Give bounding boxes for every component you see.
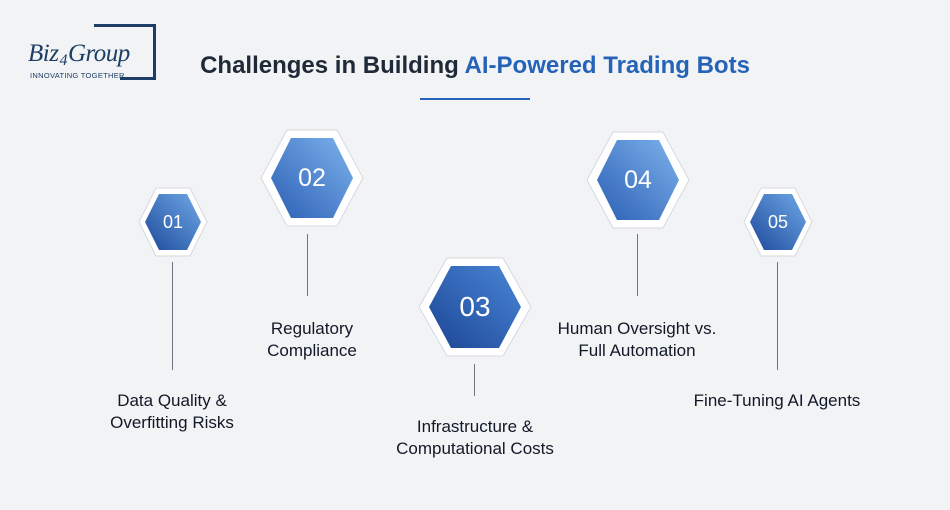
step-04-hexagon: 04 [586, 131, 690, 229]
step-05-label: Fine-Tuning AI Agents [670, 390, 884, 412]
title-underline [420, 98, 530, 100]
step-04-label: Human Oversight vs. Full Automation [527, 318, 747, 362]
step-03-label-line-1: Infrastructure & [416, 417, 534, 436]
step-05-connector [777, 262, 778, 370]
step-02-label-line-2: Compliance [267, 341, 357, 360]
step-05-hexagon: 05 [743, 187, 813, 257]
step-04-connector [637, 234, 638, 296]
step-05-number: 05 [767, 211, 789, 232]
step-04-number: 04 [624, 165, 652, 194]
logo-wordmark-prefix: Biz [28, 40, 59, 67]
step-02-connector [307, 234, 308, 296]
title-plain: Challenges in Building [200, 52, 465, 79]
title-highlight: AI-Powered Trading Bots [464, 52, 750, 79]
step-03-number: 03 [459, 291, 491, 322]
step-01-label: Data Quality & Overfitting Risks [70, 390, 274, 434]
hexagon-shape [586, 131, 690, 229]
step-01-connector [172, 262, 173, 370]
step-03-label: Infrastructure & Computational Costs [360, 416, 590, 460]
page-title: Challenges in Building AI-Powered Tradin… [0, 52, 950, 80]
step-01-hexagon: 01 [138, 187, 208, 257]
logo-wordmark: Biz4Group [28, 40, 130, 70]
hexagon-shape [418, 257, 532, 357]
hexagon-shape [260, 129, 364, 227]
step-04-label-line-1: Human Oversight vs. [557, 319, 717, 338]
step-02-label: Regulatory Compliance [212, 318, 412, 362]
logo-wordmark-mid: 4 [59, 52, 67, 69]
step-01-label-line-1: Data Quality & [117, 391, 227, 410]
logo-frame [120, 24, 156, 80]
step-02-label-line-1: Regulatory [270, 319, 354, 338]
step-02-number: 02 [298, 163, 326, 192]
step-02-hexagon: 02 [260, 129, 364, 227]
step-03-hexagon: 03 [418, 257, 532, 357]
hexagon-shape [138, 187, 208, 257]
logo-tagline: INNOVATING TOGETHER [30, 71, 125, 80]
step-03-label-line-2: Computational Costs [396, 439, 554, 458]
step-05-label-line-1: Fine-Tuning AI Agents [693, 391, 861, 410]
logo-wordmark-suffix: Group [67, 40, 130, 67]
step-03-connector [474, 364, 475, 396]
step-04-label-line-2: Full Automation [578, 341, 696, 360]
step-01-number: 01 [162, 211, 184, 232]
hexagon-shape [743, 187, 813, 257]
step-01-label-line-2: Overfitting Risks [110, 413, 234, 432]
brand-logo: Biz4Group INNOVATING TOGETHER [24, 24, 159, 84]
